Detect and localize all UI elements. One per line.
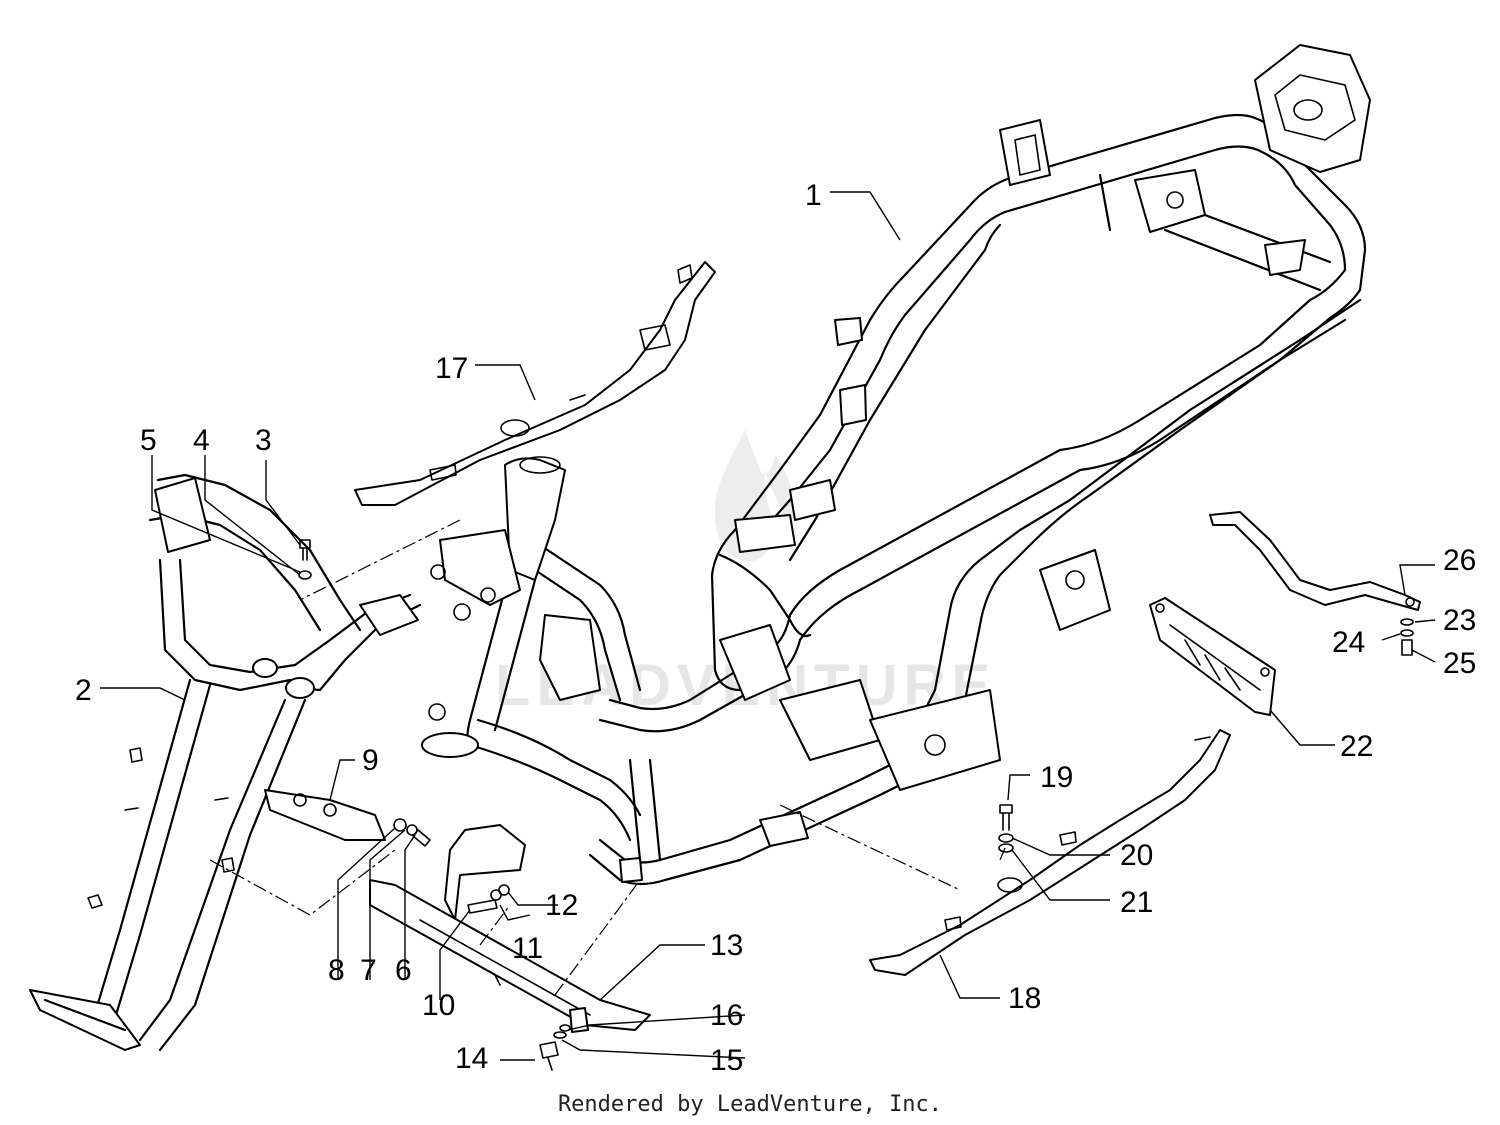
callout-21: 21 — [1120, 886, 1153, 919]
render-credit: Rendered by LeadVenture, Inc. — [557, 1092, 943, 1117]
callout-5: 5 — [140, 424, 157, 457]
callout-9: 9 — [362, 744, 379, 777]
rail-18 — [869, 729, 1231, 976]
plate-22 — [1149, 597, 1276, 716]
callout-14: 14 — [455, 1042, 488, 1075]
callout-23: 23 — [1443, 604, 1476, 637]
rail-17 — [354, 261, 716, 506]
nut-16 — [559, 1024, 571, 1032]
callout-3: 3 — [255, 424, 272, 457]
callout-24: 24 — [1332, 626, 1365, 659]
callout-25: 25 — [1443, 647, 1476, 680]
front-subframe — [29, 473, 422, 1052]
callout-26: 26 — [1443, 544, 1476, 577]
washer-23 — [1400, 618, 1414, 626]
washer-21 — [998, 843, 1014, 853]
footrest-13 — [369, 879, 651, 1033]
callout-8: 8 — [328, 954, 345, 987]
washer-15 — [553, 1031, 567, 1039]
leader-lines — [100, 191, 1436, 1061]
main-frame — [421, 44, 1371, 886]
callout-labels: 1 2 3 4 5 6 7 8 9 10 11 12 13 14 15 16 1… — [75, 179, 1476, 1077]
callout-7: 7 — [360, 954, 377, 987]
callout-22: 22 — [1340, 730, 1373, 763]
watermark-logo — [714, 430, 794, 562]
washer-8 — [393, 818, 407, 832]
bolt-6 — [412, 829, 431, 847]
nut-12 — [498, 884, 510, 896]
bracket-10-assembly — [444, 824, 526, 921]
callout-4: 4 — [193, 424, 210, 457]
callout-20: 20 — [1120, 839, 1153, 872]
alignment-lines — [209, 519, 1006, 996]
callout-6: 6 — [395, 954, 412, 987]
callout-18: 18 — [1008, 982, 1041, 1015]
bolt-25 — [1401, 639, 1413, 656]
callout-19: 19 — [1040, 761, 1073, 794]
washer-20 — [998, 833, 1014, 843]
washer-11 — [490, 889, 502, 901]
callout-17: 17 — [435, 352, 468, 385]
washer-4 — [298, 570, 312, 580]
callout-15: 15 — [710, 1044, 743, 1077]
callout-10: 10 — [422, 989, 455, 1022]
bracket-26 — [1209, 511, 1421, 611]
screw-3 — [299, 539, 311, 561]
callout-11: 11 — [512, 932, 543, 965]
callout-16: 16 — [710, 999, 743, 1032]
bolt-19 — [999, 804, 1013, 831]
callout-2: 2 — [75, 674, 92, 707]
washer-24 — [1400, 629, 1414, 637]
bracket-9 — [264, 789, 386, 841]
callout-12: 12 — [545, 889, 578, 922]
callout-13: 13 — [710, 929, 743, 962]
bolt-14 — [539, 1041, 559, 1071]
callout-1: 1 — [805, 179, 822, 212]
